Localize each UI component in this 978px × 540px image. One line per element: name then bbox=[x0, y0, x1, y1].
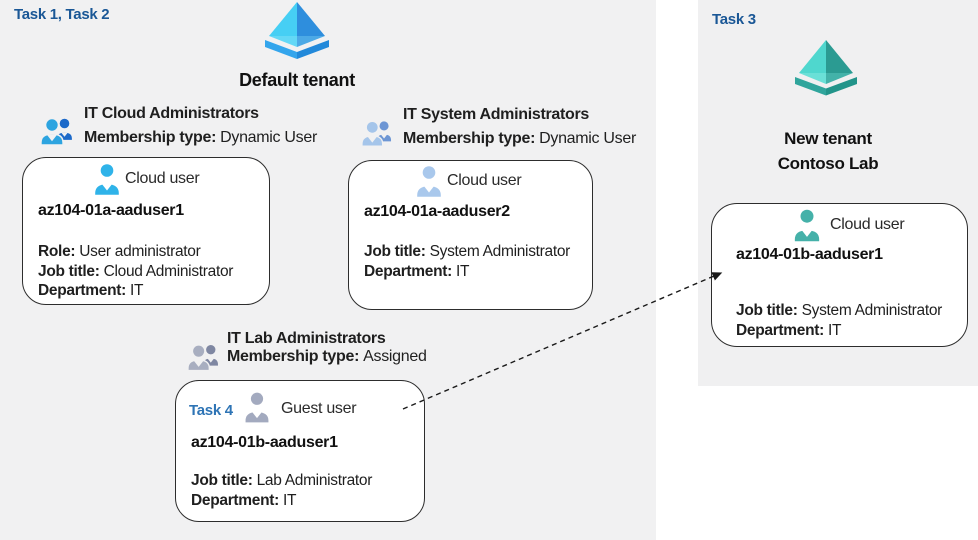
user-card-aaduser1a: Cloud user az104-01a-aaduser1 Role:User … bbox=[22, 157, 270, 305]
task-1-2-label: Task 1, Task 2 bbox=[14, 6, 110, 23]
user-fields: Job title:Lab Administrator Department:I… bbox=[191, 471, 372, 510]
task-4-label: Task 4 bbox=[189, 402, 233, 419]
membership-label: Membership type: bbox=[403, 130, 536, 147]
membership-value: Dynamic User bbox=[220, 129, 317, 146]
group-membership-lab-admins: Membership type:Assigned bbox=[227, 348, 427, 366]
membership-label: Membership type: bbox=[84, 129, 217, 146]
field-department: Department:IT bbox=[191, 491, 297, 509]
field-department: Department:IT bbox=[364, 262, 470, 280]
guest-user-icon-gray bbox=[243, 392, 271, 424]
user-fields: Job title:System Administrator Departmen… bbox=[364, 242, 570, 281]
user-type-label: Cloud user bbox=[830, 216, 905, 233]
field-role: Role:User administrator bbox=[38, 243, 201, 260]
group-users-icon-steel bbox=[361, 116, 393, 150]
group-users-icon-blue bbox=[40, 113, 74, 149]
group-title-lab-admins: IT Lab Administrators bbox=[227, 330, 386, 347]
group-users-icon-gray bbox=[187, 340, 220, 374]
group-membership-cloud-admins: Membership type:Dynamic User bbox=[84, 129, 317, 147]
group-membership-system-admins: Membership type:Dynamic User bbox=[403, 130, 636, 148]
cloud-user-icon-teal bbox=[792, 209, 822, 243]
new-tenant-title: New tenant Contoso Lab bbox=[728, 126, 928, 176]
user-fields: Job title:System Administrator Departmen… bbox=[736, 301, 942, 340]
azure-ad-tenant-icon-blue bbox=[263, 2, 331, 64]
new-tenant-line1: New tenant bbox=[784, 129, 872, 148]
user-type-label: Cloud user bbox=[125, 170, 200, 187]
field-department: Department:IT bbox=[736, 321, 842, 339]
user-name: az104-01b-aaduser1 bbox=[736, 246, 883, 263]
user-type-label: Guest user bbox=[281, 400, 357, 417]
group-title-cloud-admins: IT Cloud Administrators bbox=[84, 105, 259, 122]
user-card-aaduser2a: Cloud user az104-01a-aaduser2 Job title:… bbox=[348, 160, 593, 310]
cloud-user-icon-blue bbox=[93, 163, 121, 197]
field-job-title: Job title:Lab Administrator bbox=[191, 472, 373, 489]
user-name: az104-01a-aaduser2 bbox=[364, 203, 510, 220]
membership-value: Dynamic User bbox=[539, 130, 636, 147]
azure-ad-tenant-icon-teal bbox=[793, 40, 859, 100]
membership-label: Membership type: bbox=[227, 348, 360, 365]
new-tenant-line2: Contoso Lab bbox=[777, 154, 879, 173]
group-title-system-admins: IT System Administrators bbox=[403, 106, 590, 123]
field-department: Department:IT bbox=[38, 282, 144, 299]
field-job-title: Job title:System Administrator bbox=[736, 302, 943, 319]
user-type-label: Cloud user bbox=[447, 172, 522, 189]
field-job-title: Job title:System Administrator bbox=[364, 243, 571, 260]
user-name: az104-01a-aaduser1 bbox=[38, 202, 184, 219]
guest-user-card-aaduser1b: Task 4 Guest user az104-01b-aaduser1 Job… bbox=[175, 380, 425, 522]
task-3-label: Task 3 bbox=[712, 11, 756, 28]
user-name: az104-01b-aaduser1 bbox=[191, 434, 338, 451]
cloud-user-icon-steel bbox=[415, 165, 443, 199]
field-job-title: Job title:Cloud Administrator bbox=[38, 262, 234, 280]
default-tenant-title: Default tenant bbox=[239, 70, 355, 90]
user-card-aaduser1b-new-tenant: Cloud user az104-01b-aaduser1 Job title:… bbox=[711, 203, 968, 347]
membership-value: Assigned bbox=[363, 348, 427, 365]
user-fields: Role:User administrator Job title:Cloud … bbox=[38, 242, 233, 301]
